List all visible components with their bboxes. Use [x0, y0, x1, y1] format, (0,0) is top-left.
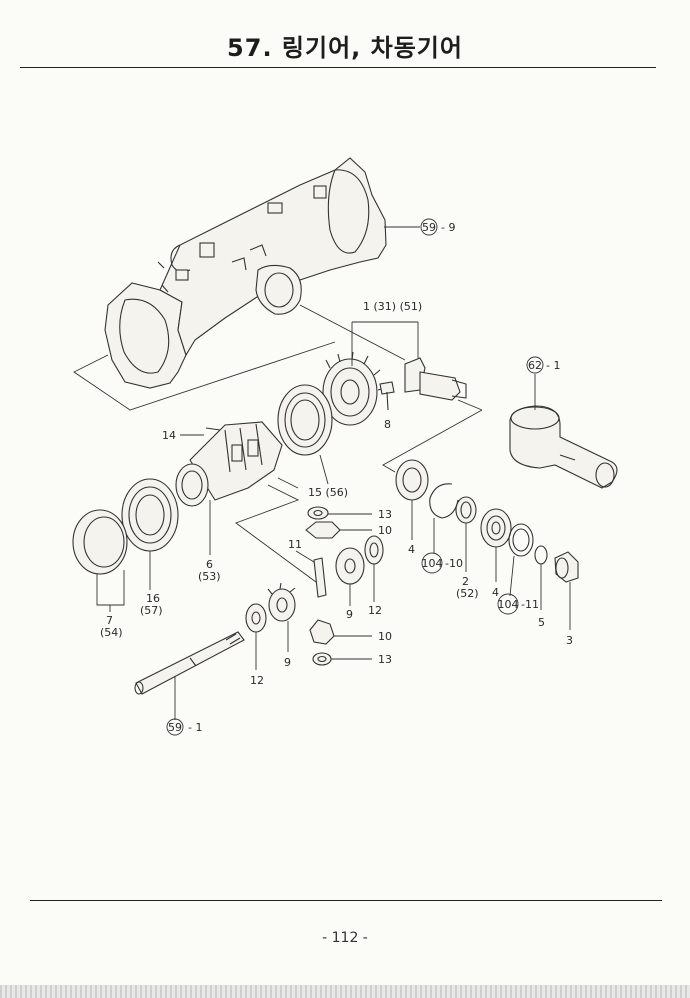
page-number: - 112 - — [322, 930, 368, 946]
callout-104-11-suffix: -11 — [521, 598, 539, 611]
page-title: 57. 링기어, 차동기어 — [227, 34, 463, 62]
label-9-right: 9 — [346, 608, 353, 621]
label-10-lower: 10 — [378, 630, 392, 643]
bolt — [379, 381, 395, 411]
label-7: 7 — [106, 614, 113, 627]
spacer — [455, 496, 477, 524]
callout-62-1-suffix: - 1 — [546, 359, 560, 372]
label-54: (54) — [100, 626, 123, 639]
callout-59-9-suffix: - 9 — [441, 221, 455, 234]
label-52: (52) — [456, 587, 479, 600]
thrust-washer-right — [364, 535, 384, 565]
circlip-lower — [508, 523, 534, 557]
label-14: 14 — [162, 429, 176, 442]
thrust-washer-upper — [307, 506, 329, 520]
axle-shaft-long — [134, 631, 245, 695]
axle-housing — [104, 157, 387, 389]
label-12-left: 12 — [250, 674, 264, 687]
label-12-right: 12 — [368, 604, 382, 617]
label-10-upper: 10 — [378, 524, 392, 537]
label-3: 3 — [566, 634, 573, 647]
differential-case — [175, 421, 283, 507]
callout-59-1-ref: 59 — [168, 721, 182, 734]
pinion-gear-left — [267, 582, 296, 622]
label-5: 5 — [538, 616, 545, 629]
ring-gear — [322, 351, 386, 426]
bearing-4-upper — [395, 459, 429, 501]
label-9-left: 9 — [284, 656, 291, 669]
label-4-upper: 4 — [408, 543, 415, 556]
label-6: 6 — [206, 558, 213, 571]
callout-62-1-ref: 62 — [528, 359, 542, 372]
footer-divider — [30, 900, 662, 901]
side-gear-upper — [305, 521, 341, 539]
axle-shaft — [509, 405, 618, 489]
bearing-4-lower — [480, 508, 512, 548]
side-gear-lower — [309, 619, 335, 645]
label-4-lower: 4 — [492, 586, 499, 599]
oil-seal — [72, 509, 128, 575]
label-16: 16 — [146, 592, 160, 605]
callout-59-9-ref: 59 — [422, 221, 436, 234]
callout-104-10-suffix: -10 — [445, 557, 463, 570]
label-11: 11 — [288, 538, 302, 551]
pinion-shaft — [313, 557, 327, 598]
circlip-upper — [429, 483, 459, 519]
bearing — [277, 384, 333, 456]
o-ring — [534, 545, 548, 565]
label-13-upper: 13 — [378, 508, 392, 521]
label-2: 2 — [462, 575, 469, 588]
label-13-lower: 13 — [378, 653, 392, 666]
label-8: 8 — [384, 418, 391, 431]
bearing-16 — [121, 478, 179, 552]
label-57: (57) — [140, 604, 163, 617]
pinion-gear-right — [335, 547, 365, 585]
title-divider — [20, 67, 656, 68]
callout-104-11-ref: 104 — [498, 598, 519, 611]
scan-edge — [0, 985, 690, 998]
label-1-31-51: 1 (31) (51) — [363, 300, 422, 313]
lock-nut — [554, 551, 579, 583]
label-15-56: 15 (56) — [308, 486, 348, 499]
drive-pinion — [404, 357, 467, 401]
callout-104-10-ref: 104 — [422, 557, 443, 570]
callout-59-1-suffix: - 1 — [188, 721, 202, 734]
thrust-washer-lower — [312, 652, 332, 666]
thrust-washer-left — [245, 603, 267, 633]
label-53: (53) — [198, 570, 221, 583]
